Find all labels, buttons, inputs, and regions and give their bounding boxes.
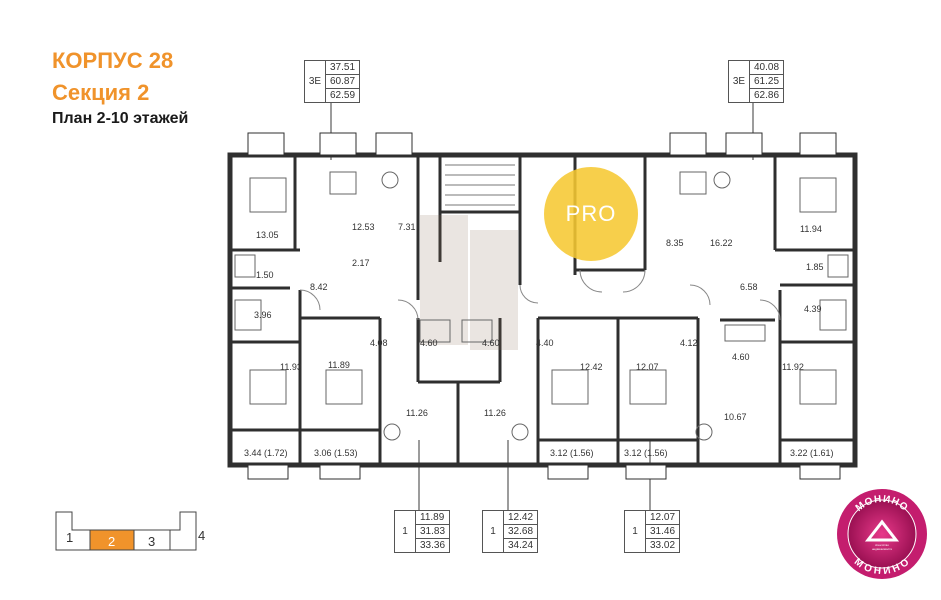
room-area-label: 10.67 xyxy=(724,412,747,422)
room-area-label: 11.89 xyxy=(328,360,350,370)
room-area-label: 3.96 xyxy=(254,310,272,320)
room-area-label: 11.26 xyxy=(406,408,428,418)
room-area-label: 4.40 xyxy=(536,338,554,348)
living-area: 12.07 xyxy=(646,511,680,525)
total-area: 61.25 xyxy=(750,75,784,89)
key-plan-section-3: 3 xyxy=(148,534,156,549)
room-area-label: 12.07 xyxy=(636,362,659,372)
room-area-label: 2.17 xyxy=(352,258,370,268)
room-area-label: 12.53 xyxy=(352,222,375,232)
room-area-label: 1.50 xyxy=(256,270,274,280)
balcony-area-label: 3.44 (1.72) xyxy=(244,448,288,458)
total-area-with-balcony: 62.86 xyxy=(754,90,780,101)
section-key-plan: 1 2 3 4 xyxy=(50,508,220,556)
apartment-summary-bottom-2: 1 12.42 32.68 34.24 xyxy=(482,510,539,553)
total-area: 32.68 xyxy=(504,525,538,539)
total-area-with-balcony: 33.02 xyxy=(650,540,676,551)
living-area: 40.08 xyxy=(750,61,784,75)
room-area-label: 11.92 xyxy=(782,362,804,372)
room-area-label: 11.93 xyxy=(280,362,302,372)
balcony-area-label: 3.06 (1.53) xyxy=(314,448,358,458)
living-area: 12.42 xyxy=(504,511,538,525)
balcony-area-label: 3.12 (1.56) xyxy=(550,448,594,458)
pro-watermark: PRO xyxy=(544,167,638,261)
balcony-area-label: 3.22 (1.61) xyxy=(790,448,834,458)
section-title: Секция 2 xyxy=(52,80,150,105)
apartment-type: 1 xyxy=(483,511,504,552)
room-area-label: 8.35 xyxy=(666,238,684,248)
apartment-summary-bottom-1: 1 11.89 31.83 33.36 xyxy=(394,510,451,553)
room-area-label: 11.94 xyxy=(800,224,822,234)
apartment-type: 1 xyxy=(625,511,646,552)
key-plan-section-2: 2 xyxy=(108,534,116,549)
agency-logo: Агентство недвижимости МОНИНО МОНИНО xyxy=(836,488,928,580)
room-area-label: 16.22 xyxy=(710,238,733,248)
apartment-type: 3Е xyxy=(305,61,326,102)
total-area: 31.83 xyxy=(416,525,450,539)
total-area-with-balcony: 34.24 xyxy=(508,540,534,551)
total-area: 60.87 xyxy=(326,75,360,89)
room-area-label: 4.12 xyxy=(680,338,698,348)
room-area-label: 8.42 xyxy=(310,282,328,292)
apartment-type: 1 xyxy=(395,511,416,552)
total-area: 31.46 xyxy=(646,525,680,539)
living-area: 11.89 xyxy=(416,511,450,525)
room-area-label: 4.60 xyxy=(420,338,438,348)
total-area-with-balcony: 33.36 xyxy=(420,540,446,551)
building-title: КОРПУС 28 xyxy=(52,48,174,73)
room-area-label: 6.58 xyxy=(740,282,758,292)
apartment-summary-top-left: 3Е 37.51 60.87 62.59 xyxy=(304,60,361,103)
room-area-label: 1.85 xyxy=(806,262,824,272)
apartment-summary-bottom-3: 1 12.07 31.46 33.02 xyxy=(624,510,681,553)
apartment-summary-top-right: 3Е 40.08 61.25 62.86 xyxy=(728,60,785,103)
room-area-label: 4.39 xyxy=(804,304,822,314)
balcony-area-label: 3.12 (1.56) xyxy=(624,448,668,458)
room-area-label: 4.60 xyxy=(482,338,500,348)
room-area-label: 7.31 xyxy=(398,222,416,232)
room-area-label: 13.05 xyxy=(256,230,279,240)
logo-caption: Агентство xyxy=(875,543,889,547)
living-area: 37.51 xyxy=(326,61,360,75)
total-area-with-balcony: 62.59 xyxy=(330,90,356,101)
key-plan-section-1: 1 xyxy=(66,530,74,545)
floors-title: План 2-10 этажей xyxy=(52,110,189,127)
room-area-label: 4.60 xyxy=(732,352,750,362)
room-area-label: 4.08 xyxy=(370,338,388,348)
apartment-type: 3Е xyxy=(729,61,750,102)
room-area-label: 11.26 xyxy=(484,408,506,418)
key-plan-section-4: 4 xyxy=(198,528,206,543)
room-area-label: 12.42 xyxy=(580,362,603,372)
logo-caption: недвижимости xyxy=(872,547,893,551)
